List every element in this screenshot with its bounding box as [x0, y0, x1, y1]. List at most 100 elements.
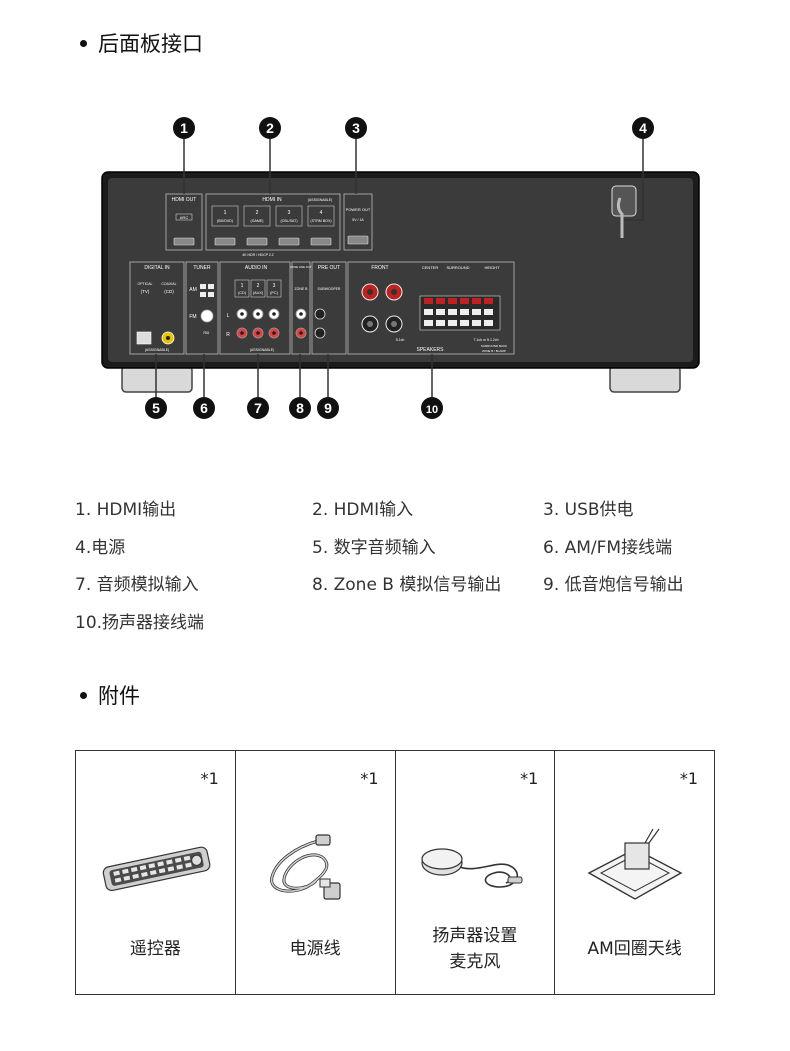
speaker-terminal: [448, 309, 457, 315]
pre-out-panel: [311, 261, 347, 355]
callout-number: 2: [266, 120, 274, 136]
hdmi-in-source: (STRM BOX): [310, 219, 331, 223]
callout-number: 7: [254, 400, 262, 416]
legend-item: 4.电源: [75, 538, 126, 558]
audio-in-source: (AUX): [253, 291, 264, 295]
bullet-dot: [80, 691, 87, 699]
accessory-remote: *1 遥控器: [76, 751, 236, 994]
legend-item: 1. HDMI输出: [75, 500, 177, 520]
power-out-label: POWER OUT: [346, 207, 371, 212]
legend-item: 10.扬声器接线端: [75, 613, 205, 633]
audio-in-number: 2: [257, 283, 260, 289]
remote-control-image: [102, 846, 211, 892]
legend-item: 5. 数字音频输入: [312, 538, 436, 558]
rear-panel-diagram: HDMI OUT ARC HDMI IN (ASSIGNABLE) 1(BD/D…: [101, 117, 700, 419]
callout-number: 10: [426, 404, 438, 416]
hdmi-in-port: [246, 237, 268, 246]
callout-circle: [345, 117, 367, 139]
hdmi-in-number: 4: [320, 210, 323, 216]
hdmi-in-frame: [243, 205, 271, 227]
zoneb-amp-label: ZONE B / Bi-AMP: [482, 349, 506, 353]
speaker-terminal-minus: [484, 320, 493, 326]
power-out-spec: 5V / 1A: [352, 218, 364, 222]
setup-microphone-image: [420, 848, 522, 888]
audio-in-number: 1: [241, 283, 244, 289]
speaker-terminal-plus: [424, 298, 433, 304]
audio-l-label: L: [227, 313, 230, 319]
callout-circle: [317, 397, 339, 419]
accessory-microphone: *1 扬声器设置 麦克风: [396, 751, 556, 994]
speaker-terminal-plus: [472, 298, 481, 304]
digital-in-panel: [129, 261, 185, 355]
section-title-rear-panel: 后面板接口: [80, 28, 203, 58]
speaker-terminal: [472, 309, 481, 315]
hdmi-in-number: 1: [224, 210, 227, 216]
subwoofer-jack-1: [314, 308, 326, 320]
audio-in-panel: [219, 261, 291, 355]
bullet-dot: [80, 39, 87, 47]
speaker-terminal-minus: [424, 320, 433, 326]
tuner-panel: [185, 261, 219, 355]
subwoofer-label: SUBWOOFER: [318, 287, 341, 291]
audio-in-frame: [234, 279, 250, 298]
leader-lines: [155, 130, 644, 398]
accessory-note: *1: [520, 769, 539, 788]
legend-item: 7. 音频模拟输入: [75, 575, 199, 595]
callout-number: 4: [639, 120, 647, 136]
front-terminals: [361, 283, 403, 333]
callout-circle: [173, 117, 195, 139]
audio-in-frame: [250, 279, 266, 298]
audio-r-label: R: [226, 332, 230, 338]
hdmi-in-frame: [275, 205, 303, 227]
hdmi-in-panel: [205, 193, 341, 251]
accessory-note: *1: [200, 769, 219, 788]
audio-in-source: (CD): [238, 291, 247, 295]
legend-item: 9. 低音炮信号输出: [543, 575, 684, 595]
speaker-terminal-plus: [436, 298, 445, 304]
callout-circle: [632, 117, 654, 139]
surround-back-label: SURROUND BACK: [481, 344, 507, 348]
hdmi-in-source: (CBL/SAT): [280, 219, 297, 223]
hdmi-in-assignable: (ASSIGNABLE): [308, 198, 333, 202]
callout-number: 6: [200, 400, 208, 416]
callout-circle: [193, 397, 215, 419]
zone-line-out-label: ZONE LINE OUT: [290, 265, 312, 269]
front-label: FRONT: [371, 265, 388, 271]
rear-panel-heading: 后面板接口: [98, 32, 203, 56]
tuner-label: TUNER: [193, 265, 211, 271]
power-cord-image: [270, 834, 341, 900]
hdmi-in-port: [310, 237, 332, 246]
speaker-terminal-plus: [448, 298, 457, 304]
right-foot: [609, 365, 681, 393]
accessories-table: *1 遥控器 *1 电源线 *1: [75, 750, 715, 995]
speaker-terminal: [484, 309, 493, 315]
callout-circle: [247, 397, 269, 419]
audio-assignable: (ASSIGNABLE): [250, 348, 275, 352]
accessories-heading: 附件: [98, 684, 140, 708]
speaker-terminal: [424, 309, 433, 315]
optical-port: [136, 331, 152, 345]
hdcp-label: 4K HDR / HDCP 2.2: [242, 253, 273, 257]
hdmi-in-source: (GAME): [251, 219, 264, 223]
power-inlet: [611, 185, 637, 217]
section-title-accessories: 附件: [80, 680, 140, 710]
legend-item: 8. Zone B 模拟信号输出: [312, 575, 502, 595]
legend-item: 2. HDMI输入: [312, 500, 414, 520]
optical-src: (TV): [141, 289, 150, 294]
hdmi-in-port: [278, 237, 300, 246]
audio-in-frame: [266, 279, 282, 298]
surround-label: SURROUND: [446, 265, 469, 270]
ohm-label: 75Ω: [203, 331, 210, 335]
power-out-panel: [343, 193, 373, 251]
callout-number: 9: [324, 400, 332, 416]
hdmi-in-frame: [307, 205, 335, 227]
speaker-terminal-minus: [436, 320, 445, 326]
callout-circle: [289, 397, 311, 419]
audio-in-number: 3: [273, 283, 276, 289]
hdmi-out-port: [173, 237, 195, 246]
callout-number: 3: [352, 120, 360, 136]
accessory-note: *1: [360, 769, 379, 788]
speaker-terminal-minus: [448, 320, 457, 326]
speaker-terminal-plus: [460, 298, 469, 304]
accessory-am-antenna: *1 AM回圈天线: [555, 751, 714, 994]
